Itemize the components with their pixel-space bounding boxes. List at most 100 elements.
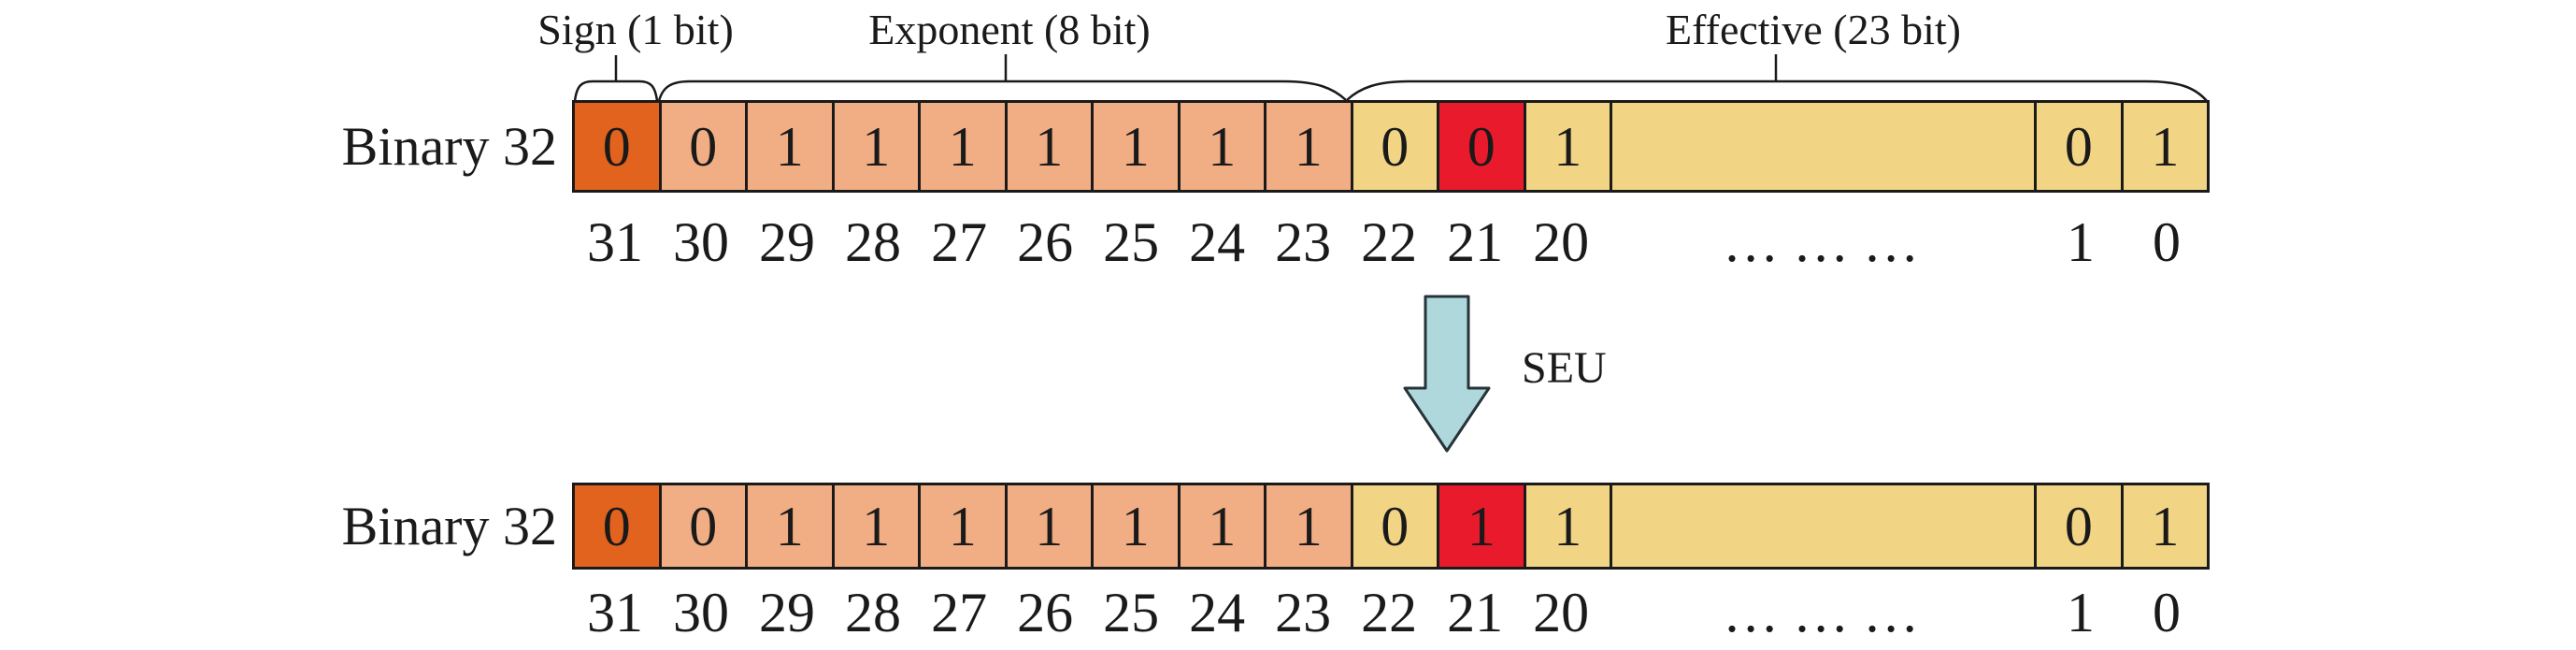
bit-value: 0: [602, 495, 631, 557]
bit-number: 30: [673, 211, 730, 273]
bit-number: 20: [1533, 211, 1590, 273]
bit-number: 27: [931, 211, 988, 273]
bit-cell: 1: [748, 103, 835, 190]
bit-value: 1: [1121, 115, 1150, 178]
bit-cell: 1: [921, 103, 1008, 190]
bit-number: 29: [759, 211, 816, 273]
bit-number: 24: [1189, 211, 1246, 273]
bit-cell: [1612, 103, 2038, 190]
bit-number: 25: [1103, 582, 1160, 643]
seu-arrow-shape: [1403, 295, 1491, 453]
exponent-brace: [657, 79, 1347, 102]
bit-cell: 1: [1439, 485, 1526, 567]
bit-cell: 1: [1094, 485, 1181, 567]
bit-number-row-bottom: 31 30 29 28 27 26 25 24 23 22 21 20 … … …: [572, 584, 2210, 642]
seu-arrow-icon: [1403, 295, 1491, 453]
bit-cell: 1: [1007, 485, 1094, 567]
bit-cell: 1: [1094, 103, 1181, 190]
bit-number: 22: [1361, 582, 1418, 643]
bit-number: 27: [931, 582, 988, 643]
bit-number: 22: [1361, 211, 1418, 273]
bit-cell: 1: [1267, 485, 1353, 567]
bit-value: 0: [602, 115, 631, 178]
bit-number: 23: [1275, 211, 1332, 273]
bit-cell: 1: [921, 485, 1008, 567]
bit-value: 1: [1121, 495, 1150, 557]
bit-number: 0: [2152, 211, 2181, 273]
bit-cell: 1: [2123, 485, 2208, 567]
bit-value: 1: [775, 115, 804, 178]
bit-cell: 0: [1352, 103, 1439, 190]
exponent-field-label: Exponent (8 bit): [868, 6, 1151, 53]
bit-value: 1: [2151, 495, 2180, 557]
bit-number: 28: [845, 582, 902, 643]
bit-number: 23: [1275, 582, 1332, 643]
bit-cell: 1: [834, 103, 921, 190]
bit-number: 31: [587, 211, 643, 273]
bit-value: 0: [2064, 495, 2093, 557]
bit-cell: 0: [575, 103, 662, 190]
bit-number: 28: [845, 211, 902, 273]
bit-value: 0: [2064, 115, 2093, 178]
bit-value: 1: [1208, 495, 1237, 557]
bit-cell: [1612, 485, 2038, 567]
bit-number: … … …: [1723, 211, 1920, 273]
bit-cell: 1: [1180, 485, 1267, 567]
field-braces: [573, 54, 2208, 102]
bit-value: 1: [1035, 495, 1064, 557]
bit-number: 30: [673, 582, 730, 643]
bit-value: 0: [1381, 495, 1410, 557]
bit-value: 1: [1208, 115, 1237, 178]
bit-value: 1: [948, 115, 977, 178]
bit-value: 1: [775, 495, 804, 557]
bit-cell: 1: [1007, 103, 1094, 190]
bit-cell: 1: [1525, 485, 1612, 567]
bit-value: 0: [1381, 115, 1410, 178]
sign-brace: [573, 79, 659, 102]
bit-cell: 0: [1352, 485, 1439, 567]
bit-cell: 0: [661, 103, 748, 190]
bit-cell: 1: [1267, 103, 1353, 190]
bit-cell: 1: [834, 485, 921, 567]
bit-number: 31: [587, 582, 643, 643]
bit-cell: 1: [748, 485, 835, 567]
bit-value: 1: [1467, 495, 1496, 557]
bit-value: 1: [862, 495, 891, 557]
effective-field-label: Effective (23 bit): [1666, 6, 1961, 53]
bit-number: 0: [2152, 582, 2181, 643]
bit-cell: 0: [2037, 485, 2124, 567]
sign-field-label: Sign (1 bit): [537, 6, 734, 53]
seu-label: SEU: [1522, 343, 1607, 393]
bit-cell: 1: [1525, 103, 1612, 190]
bit-value: 0: [689, 115, 718, 178]
bit-number: 1: [2066, 582, 2095, 643]
bit-value: 1: [1294, 115, 1323, 178]
bit-number: 26: [1017, 211, 1074, 273]
bit-number: 21: [1447, 211, 1504, 273]
bit-value: 1: [1553, 115, 1582, 178]
bit-value: 1: [1553, 495, 1582, 557]
bit-number: 1: [2066, 211, 2095, 273]
bit-value: 1: [862, 115, 891, 178]
bit-value: 0: [689, 495, 718, 557]
bit-number: 21: [1447, 582, 1504, 643]
bit-cell: 0: [2037, 103, 2124, 190]
bit-cell: 1: [2123, 103, 2208, 190]
bit-row-top: 0 0 1 1 1 1 1 1 1 0: [572, 100, 2210, 193]
bit-number: 24: [1189, 582, 1246, 643]
bit-number-row-top: 31 30 29 28 27 26 25 24 23 22 21 20 … … …: [572, 213, 2210, 271]
bit-value: 1: [2151, 115, 2180, 178]
bit-cell: 0: [1439, 103, 1526, 190]
bit-number: 29: [759, 582, 816, 643]
bit-value: 0: [1467, 115, 1496, 178]
bit-value: 1: [1294, 495, 1323, 557]
bit-number: … … …: [1723, 582, 1920, 643]
bit-cell: 0: [575, 485, 662, 567]
bit-number: 20: [1533, 582, 1590, 643]
bit-value: 1: [1035, 115, 1064, 178]
bit-row-bottom: 0 0 1 1 1 1 1 1 1 0: [572, 483, 2210, 570]
row-label-top: Binary 32: [341, 116, 557, 177]
row-label-bottom: Binary 32: [341, 496, 557, 556]
effective-brace: [1346, 79, 2208, 102]
bit-value: 1: [948, 495, 977, 557]
